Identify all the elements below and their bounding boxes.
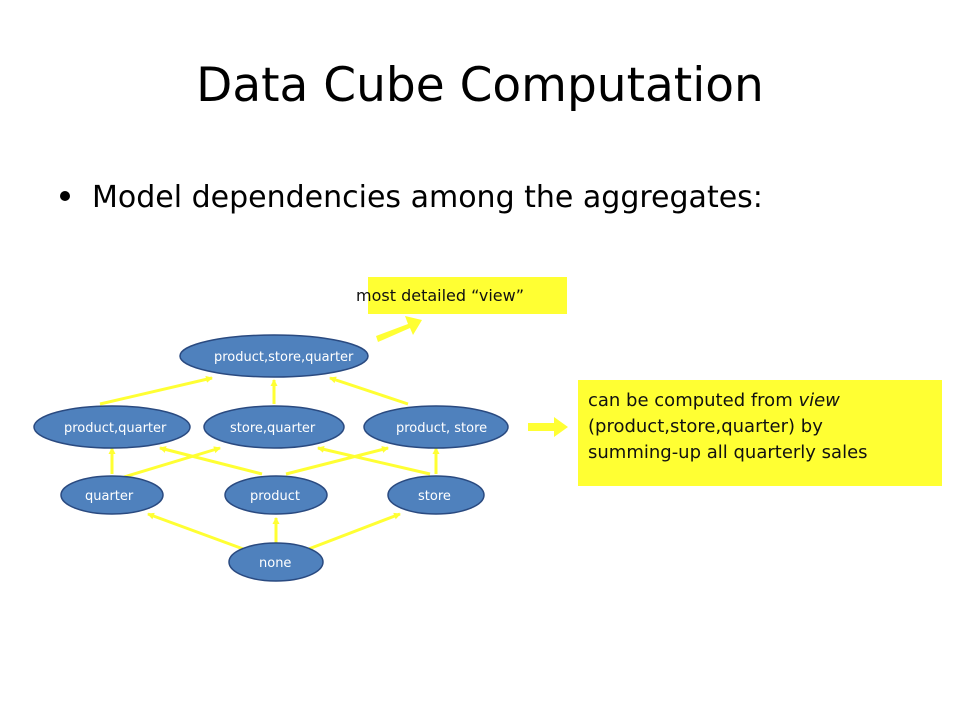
edge-s-to-sq: [317, 445, 431, 476]
edge-none-to-s: [305, 512, 401, 552]
slide-title: Data Cube Computation: [196, 58, 764, 113]
callout-arrows: [376, 316, 568, 437]
svg-text:quarter: quarter: [85, 489, 134, 504]
edge-ps-to-psq: [329, 376, 409, 406]
svg-text:store: store: [418, 489, 451, 504]
arrow-to-top-callout: [376, 316, 422, 342]
svg-text:product,quarter: product,quarter: [64, 421, 167, 436]
view-emphasis: view: [798, 390, 840, 411]
lattice-nodes: product,store,quarter product,quarter st…: [33, 334, 509, 582]
node-quarter: quarter: [60, 475, 164, 515]
bullet-dot-icon: [60, 190, 70, 201]
node-product-store-quarter: product,store,quarter: [179, 334, 369, 378]
node-product-store: product, store: [363, 405, 509, 449]
node-store-quarter: store,quarter: [203, 405, 345, 449]
callout-computation-note: can be computed from view (product,store…: [578, 380, 942, 486]
bullet-item: Model dependencies among the aggregates:: [60, 180, 763, 215]
edge-none-to-q: [147, 512, 247, 552]
node-product: product: [224, 475, 328, 515]
callout-right-line3: summing-up all quarterly sales: [588, 442, 868, 463]
node-product-quarter: product,quarter: [33, 405, 191, 449]
svg-text:none: none: [259, 556, 291, 571]
callout-right-line1: can be computed from view: [588, 390, 840, 411]
bullet-text: Model dependencies among the aggregates:: [92, 180, 763, 215]
svg-text:product, store: product, store: [396, 421, 487, 436]
svg-text:store,quarter: store,quarter: [230, 421, 316, 436]
callout-most-detailed-view: most detailed “view”: [356, 277, 567, 314]
svg-text:product,store,quarter: product,store,quarter: [214, 350, 354, 365]
svg-text:product: product: [250, 489, 300, 504]
edge-p-to-pq: [159, 446, 263, 476]
edge-q-to-sq: [123, 446, 221, 479]
callout-right-line2: (product,store,quarter) by: [588, 416, 823, 437]
arrow-to-right-callout: [528, 417, 568, 437]
node-none: none: [228, 542, 324, 582]
node-store: store: [387, 475, 485, 515]
callout-top-text: most detailed “view”: [356, 286, 524, 305]
edge-p-to-ps: [285, 446, 389, 476]
lattice-edges: [99, 375, 440, 552]
edge-pq-to-psq: [99, 375, 213, 406]
